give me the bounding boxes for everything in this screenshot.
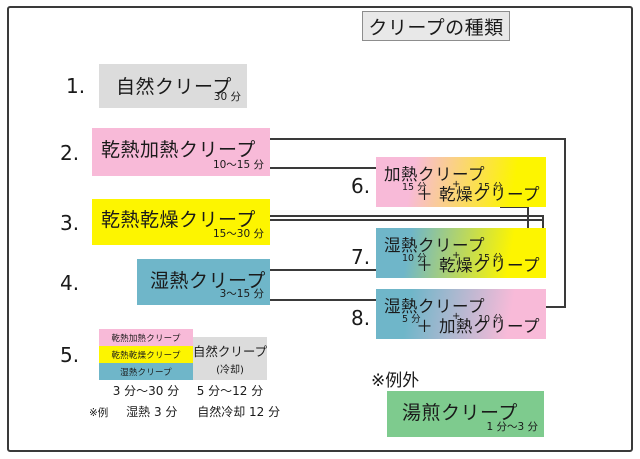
box-kannetsu-kanetsu-creep[interactable]: 乾熱加熱クリープ 10〜15 分 [92,128,270,176]
item-number-8: 8. [351,306,371,330]
box-shitsunetsu-plus-kanso-creep[interactable]: 湿熱クリープ 10 分 15 分 ＋ 乾燥クリープ [376,228,546,278]
item-number-3: 3. [60,211,80,235]
box-yusen-creep[interactable]: 湯煎クリープ 1 分〜3 分 [387,391,544,437]
item-number-6: 6. [351,174,371,198]
stack-row-kannetsu-kanso: 乾熱乾燥クリープ [99,346,193,363]
cooling-box-sublabel: (冷却) [216,365,244,376]
box-2-duration: 10〜15 分 [212,159,264,171]
connector-2-to-6 [270,167,378,169]
stacked-creep-group[interactable]: 乾熱加熱クリープ 乾熱乾燥クリープ 湿熱クリープ [99,329,193,380]
connector-4-to-7 [270,269,378,271]
example-note-item-2: 自然冷却 12 分 [197,405,281,419]
box-7-duration1: 10 分 [402,253,427,264]
box-shitsunetsu-plus-kanetsu-creep[interactable]: 湿熱クリープ 5 分 10 分 ＋ 加熱クリープ [376,289,546,339]
connector-3-to-7-upper [270,215,544,217]
item5-duration-left: 3 分〜30 分 [112,384,180,398]
connector-2-to-6-top [270,138,566,140]
box-8-duration1: 5 分 [402,314,421,325]
box-8-line1: 湿熱クリープ [384,297,486,316]
diagram-title-box: クリープの種類 [362,11,510,41]
box-shizen-creep[interactable]: 自然クリープ 30 分 [99,64,247,108]
item-number-2: 2. [60,141,80,165]
item-number-5: 5. [60,343,80,367]
item-number-1: 1. [66,74,86,98]
box-6-line1: 加熱クリープ [384,165,486,184]
box-9-duration: 1 分〜3 分 [486,421,538,433]
box-7-line2: ＋ 乾燥クリープ [416,256,540,275]
box-8-line2: ＋ 加熱クリープ [416,317,540,336]
box-8-plus-sign: + [452,311,461,322]
box-6-duration2: 15 分 [478,182,503,193]
box-3-label: 乾熱乾燥クリープ [101,209,256,231]
box-6-duration1: 15 分 [402,182,427,193]
box-7-duration2: 15 分 [478,253,503,264]
box-8-duration2: 10 分 [478,314,503,325]
box-shizen-creep-cooling[interactable]: 自然クリープ (冷却) [193,337,267,380]
item-number-7: 7. [351,245,371,269]
box-7-plus-sign: + [452,250,461,261]
connector-4-to-8 [270,299,378,301]
box-9-label: 湯煎クリープ [402,402,518,424]
box-1-label: 自然クリープ [116,76,232,98]
box-kannetsu-kanso-creep[interactable]: 乾熱乾燥クリープ 15〜30 分 [92,199,270,245]
page-title: クリープの種類 [368,16,504,39]
box-7-line1: 湿熱クリープ [384,236,486,255]
box-4-duration: 3〜15 分 [219,288,264,300]
box-2-label: 乾熱加熱クリープ [101,139,256,161]
box-6-line2: ＋ 乾燥クリープ [416,185,540,204]
stack-row-kannetsu-kanetsu: 乾熱加熱クリープ [99,329,193,346]
item5-example-note: ※例 湿熱 3 分 自然冷却 12 分 [89,403,280,420]
item-number-4: 4. [60,271,80,295]
stack-row-shitsunetsu: 湿熱クリープ [99,363,193,380]
stack-row-1-label: 乾熱加熱クリープ [111,333,181,344]
example-note-item-1: 湿熱 3 分 [126,405,178,419]
box-3-duration: 15〜30 分 [212,228,264,240]
example-note-label: ※例 [89,407,109,419]
connector-right-trunk [564,138,566,308]
connector-3-to-7-lower [270,219,544,221]
box-6-plus-sign: + [452,179,461,190]
cooling-box-label: 自然クリープ [192,344,268,359]
exception-label: ※例外 [371,371,420,391]
box-kanetsu-plus-kanso-creep[interactable]: 加熱クリープ 15 分 15 分 ＋ 乾燥クリープ [376,157,546,207]
box-4-label: 湿熱クリープ [150,270,266,292]
diagram-border [7,6,633,452]
connector-trunk-to-8 [546,306,566,308]
stack-row-3-label: 湿熱クリープ [120,367,172,378]
item5-duration-right: 5 分〜12 分 [196,384,264,398]
stack-row-2-label: 乾熱乾燥クリープ [111,350,181,361]
box-1-duration: 30 分 [213,91,241,103]
box-shitsunetsu-creep[interactable]: 湿熱クリープ 3〜15 分 [137,259,270,305]
